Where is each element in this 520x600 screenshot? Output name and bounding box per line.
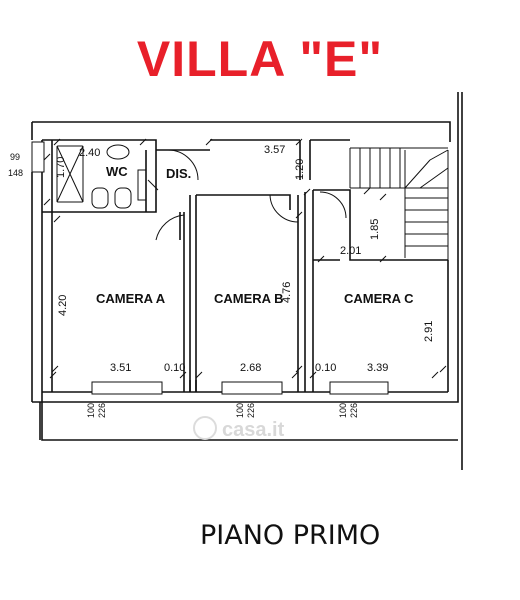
window-b-sill: 100: [235, 403, 245, 418]
dim-99: 99: [10, 152, 20, 162]
dim-0-10-left: 0.10: [164, 362, 185, 374]
room-label-camera-a: CAMERA A: [96, 291, 166, 306]
floor-label: PIANO PRIMO: [200, 520, 381, 551]
doors: [147, 149, 347, 241]
window-c-height: 226: [349, 403, 359, 418]
room-label-camera-b: CAMERA B: [214, 291, 284, 306]
staircase: [349, 147, 449, 260]
dimension-ticks: [43, 138, 447, 379]
window-a-height: 226: [97, 403, 107, 418]
dim-1-20: 1.20: [294, 159, 306, 180]
dim-0-10-right: 0.10: [315, 362, 336, 374]
dim-4-76: 4.76: [281, 282, 293, 303]
dim-148: 148: [8, 168, 23, 178]
dim-2-91: 2.91: [423, 321, 435, 342]
dim-1-85: 1.85: [369, 219, 381, 240]
dim-2-68: 2.68: [240, 362, 261, 374]
dim-2-40: 2.40: [79, 147, 100, 159]
window-b-height: 226: [246, 403, 256, 418]
watermark-text: casa.it: [222, 419, 285, 441]
dim-3-57: 3.57: [264, 144, 285, 156]
windows: [31, 141, 389, 395]
window-c-sill: 100: [338, 403, 348, 418]
room-label-dis: DIS.: [166, 166, 191, 181]
dim-3-39: 3.39: [367, 362, 388, 374]
bathroom-fixtures: [56, 144, 147, 209]
room-label-camera-c: CAMERA C: [344, 291, 414, 306]
watermark: casa.it: [193, 416, 285, 441]
dim-4-20: 4.20: [57, 295, 69, 316]
window-a-sill: 100: [86, 403, 96, 418]
dim-1-70: 1.70: [55, 157, 67, 178]
room-label-wc: WC: [106, 164, 128, 179]
interior-walls: [42, 139, 448, 392]
dim-3-51: 3.51: [110, 362, 131, 374]
dim-2-01: 2.01: [340, 245, 361, 257]
plan-title: VILLA "E": [136, 31, 384, 87]
